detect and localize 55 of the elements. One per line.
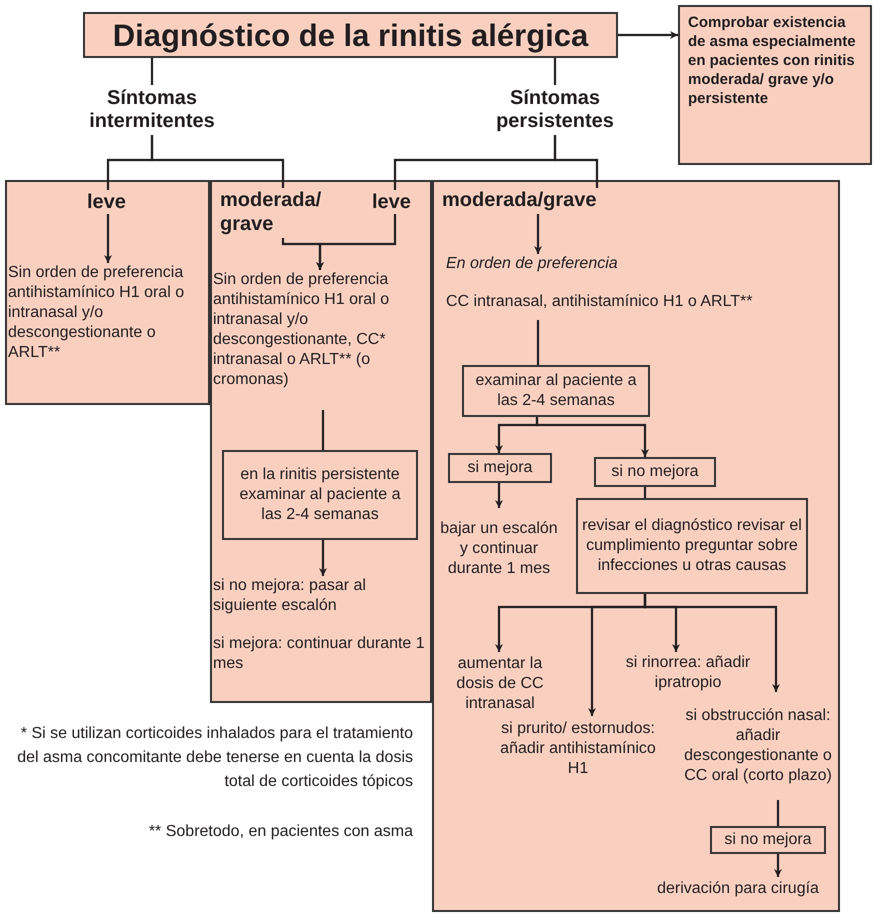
branch-heading: Síntomas intermitentes bbox=[88, 87, 216, 133]
flow-text: en la rinitis persistente examinar al paciente a las 2-4 semanas bbox=[238, 465, 402, 525]
flow-text: bajar un escalón y continuar durante 1 mes bbox=[440, 519, 558, 579]
flow-text: En orden de preferencia bbox=[446, 254, 619, 274]
connector-line bbox=[644, 487, 646, 498]
connector-line bbox=[322, 410, 324, 450]
flow-text: si no mejora bbox=[611, 462, 699, 482]
branch-heading: leve bbox=[87, 190, 127, 214]
title-text: Diagnóstico de la rinitis alérgica bbox=[112, 20, 588, 50]
arrow bbox=[644, 594, 780, 692]
flow-text: si no mejora: pasar al siguiente escalón bbox=[213, 576, 367, 616]
flow-text: Sin orden de preferencia antihistamínico H1 oral o intranasal y/o descongestionante, CC* intranasal o ARLT** (o cromonas) bbox=[213, 270, 390, 390]
flow-text: Sin orden de preferencia antihistamínico H1 oral o intranasal y/o descongestionante o ARLT** bbox=[8, 263, 186, 363]
flow-text: Comprobar existencia de asma especialmente en pacientes con rinitis moderada/ grave y/o persistente bbox=[688, 13, 857, 108]
branch-heading: leve bbox=[372, 190, 412, 214]
arrow bbox=[319, 540, 327, 576]
process-box bbox=[710, 826, 826, 854]
connector-line bbox=[150, 58, 154, 85]
flow-text: examinar al paciente a las 2-4 semanas bbox=[474, 371, 638, 411]
process-box bbox=[594, 457, 716, 487]
footnote-text: * Si se utilizan corticoides inhalados para el tratamiento del asma concomitante debe tenerse en cuenta la dosis total de corticoides tópicos bbox=[16, 724, 413, 792]
connector-line bbox=[536, 320, 540, 365]
flow-text: revisar el diagnóstico revisar el cumplimiento preguntar sobre infecciones u otras causas bbox=[582, 516, 802, 576]
arrow bbox=[534, 214, 542, 254]
column-panel bbox=[210, 180, 432, 703]
arrow bbox=[316, 214, 396, 270]
connector-line bbox=[776, 800, 780, 826]
branch-heading: moderada/grave bbox=[442, 188, 598, 212]
arrow bbox=[774, 854, 782, 877]
arrow bbox=[495, 483, 503, 508]
column-panel bbox=[432, 180, 840, 912]
connector-line bbox=[554, 135, 598, 188]
title-box bbox=[83, 12, 618, 58]
arrow bbox=[104, 214, 112, 263]
flow-text: CC intranasal, antihistamínico H1 o ARLT** bbox=[446, 292, 754, 312]
process-box bbox=[222, 450, 418, 540]
arrow bbox=[618, 31, 678, 39]
column-panel bbox=[5, 180, 210, 405]
flow-text: si obstrucción nasal: añadir descongestionante o CC oral (corto plazo) bbox=[683, 706, 833, 786]
flow-text: si mejora: continuar durante 1 mes bbox=[213, 634, 426, 674]
flow-text: si rinorrea: añadir ipratropio bbox=[624, 653, 752, 693]
flow-text: si mejora bbox=[468, 458, 532, 478]
branch-heading: moderada/ grave bbox=[220, 188, 322, 236]
branch-heading: Síntomas persistentes bbox=[495, 87, 615, 133]
flow-text: si no mejora bbox=[724, 830, 812, 850]
arrow bbox=[536, 417, 649, 457]
note-box bbox=[678, 5, 872, 165]
connector-line bbox=[554, 58, 556, 85]
footnote-text: ** Sobretodo, en pacientes con asma bbox=[148, 822, 413, 842]
flow-text: derivación para cirugía bbox=[657, 879, 819, 899]
connector-line bbox=[150, 135, 284, 188]
process-box bbox=[576, 498, 808, 594]
process-box bbox=[462, 365, 650, 417]
flow-text: si prurito/ estornudos: añadir antihistamínico H1 bbox=[499, 719, 657, 779]
process-box bbox=[448, 453, 552, 483]
